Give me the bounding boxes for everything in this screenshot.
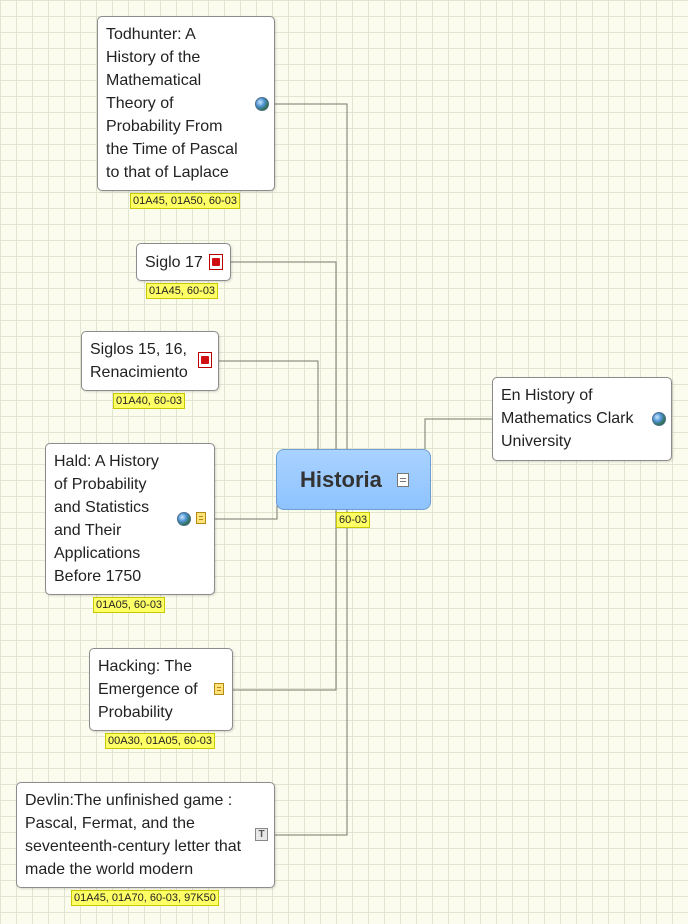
tag-devlin: 01A45, 01A70, 60-03, 97K50 [71, 890, 219, 906]
topic-hald-text: Hald: A History of Probability and Stati… [54, 453, 159, 585]
pdf-icon[interactable] [209, 254, 223, 270]
topic-todhunter-text: Todhunter: A History of the Mathematical… [106, 26, 238, 181]
topic-siglos15-text: Siglos 15, 16, Renacimiento [90, 341, 188, 381]
topic-hacking[interactable]: Hacking: The Emergence of Probability [89, 648, 233, 731]
topic-hald[interactable]: Hald: A History of Probability and Stati… [45, 443, 215, 595]
topic-hacking-text: Hacking: The Emergence of Probability [98, 658, 198, 721]
tag-hald: 01A05, 60-03 [93, 597, 166, 613]
topic-devlin[interactable]: Devlin:The unfinished game : Pascal, Fer… [16, 782, 275, 888]
topic-devlin-text: Devlin:The unfinished game : Pascal, Fer… [25, 792, 242, 878]
central-topic-title: Historia [300, 467, 382, 492]
connector-siglo17 [231, 261, 337, 449]
connector-todhunter [274, 103, 348, 449]
globe-icon[interactable] [177, 512, 191, 526]
document-icon[interactable] [397, 473, 409, 487]
topic-siglos15[interactable]: Siglos 15, 16, Renacimiento [81, 331, 219, 391]
connector-hacking [232, 510, 337, 691]
note-icon[interactable] [214, 683, 224, 695]
globe-icon[interactable] [652, 412, 666, 426]
text-icon[interactable]: T [255, 828, 268, 841]
topic-enhistory[interactable]: En History of Mathematics Clark Universi… [492, 377, 672, 461]
globe-icon[interactable] [255, 97, 269, 111]
central-topic[interactable]: Historia [276, 449, 431, 510]
topic-siglo17[interactable]: Siglo 17 [136, 243, 231, 281]
tag-central: 60-03 [336, 512, 371, 528]
tag-siglo17: 01A45, 60-03 [146, 283, 219, 299]
note-icon[interactable] [196, 512, 206, 524]
tag-siglos15: 01A40, 60-03 [113, 393, 186, 409]
tag-hacking: 00A30, 01A05, 60-03 [105, 733, 215, 749]
connector-siglos15 [218, 360, 319, 449]
connector-devlin [274, 510, 348, 836]
pdf-icon[interactable] [198, 352, 212, 368]
topic-siglo17-text: Siglo 17 [145, 254, 203, 271]
connector-enhistory [424, 418, 493, 449]
tag-todhunter: 01A45, 01A50, 60-03 [130, 193, 240, 209]
topic-todhunter[interactable]: Todhunter: A History of the Mathematical… [97, 16, 275, 191]
connector-hald [214, 480, 278, 520]
topic-enhistory-text: En History of Mathematics Clark Universi… [501, 387, 634, 450]
